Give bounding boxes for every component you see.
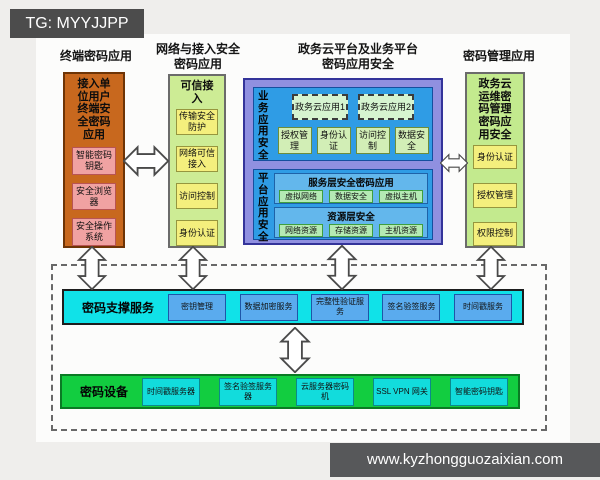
box-identity-auth: 身份认证	[316, 127, 351, 154]
box-signature-verification-service: 签名验签服务	[382, 293, 441, 321]
service-layer-title: 服务层安全密码应用	[308, 178, 394, 189]
double-arrow-management-support-icon	[474, 246, 508, 290]
box-signature-server: 签名验签服务器	[219, 377, 277, 406]
watermark-top-banner: TG: MYYJJPP	[10, 9, 144, 38]
box-storage-resource: 存储资源	[329, 224, 373, 237]
box-network-resource: 网络资源	[279, 224, 323, 237]
box-key-mgmt: 密钥管理	[168, 293, 227, 321]
box-identity-auth: 身份认证	[176, 220, 218, 246]
support-service-label: 密码支撑服务	[82, 300, 155, 315]
management-panel-label: 政务云运维密码管理密码应用安全	[478, 78, 512, 141]
box-timestamp-server: 时间戳服务器	[142, 377, 201, 406]
management-column-title: 密码管理应用	[462, 49, 535, 63]
box-access-control: 访问控制	[176, 183, 218, 210]
terminal-panel: 接入单位用户终端安全密码应用 智能密码钥匙 安全浏览器 安全操作系统	[63, 72, 125, 248]
terminal-column-title: 终端密码应用	[59, 49, 132, 63]
box-authorization-mgmt: 授权管理	[473, 183, 517, 208]
resource-layer-title: 资源层安全	[327, 212, 375, 223]
terminal-panel-label: 接入单位用户终端安全密码应用	[77, 78, 111, 141]
device-row: 密码设备 时间戳服务器 签名验签服务器 云服务器密码机 SSL VPN 网关 智…	[60, 374, 520, 409]
box-data-encryption-service: 数据加密服务	[239, 293, 298, 321]
box-smart-key: 智能密码钥匙	[72, 147, 116, 175]
resource-layer-panel: 资源层安全 网络资源 存储资源 主机资源	[274, 207, 428, 238]
service-layer-panel: 服务层安全密码应用 虚拟网络 数据安全 虚拟主机	[274, 173, 428, 204]
box-integrity-verification-service: 完整性验证服务	[310, 293, 369, 321]
double-arrow-terminal-network-icon	[123, 145, 169, 177]
watermark-bottom-banner: www.kyzhongguozaixian.com	[330, 443, 600, 477]
box-permission-control: 权限控制	[473, 221, 517, 246]
business-app-security-panel: 业务应用安全 政务云应用1 政务云应用2 授权管理 身份认证 访问控制 数据安全	[253, 87, 433, 161]
network-panel-label: 可信接入	[180, 80, 214, 105]
network-column-title: 网络与接入安全密码应用	[155, 42, 240, 71]
business-app-security-label: 业务应用安全	[258, 90, 269, 161]
box-ssl-vpn-gateway: SSL VPN 网关	[372, 377, 431, 406]
box-host-resource: 主机资源	[379, 224, 423, 237]
box-secure-browser: 安全浏览器	[72, 182, 116, 211]
box-gov-cloud-app-1: 政务云应用1	[292, 94, 348, 120]
network-panel: 可信接入 传输安全防护 网络可信接入 访问控制 身份认证	[168, 74, 226, 248]
box-authorization-mgmt: 授权管理	[277, 127, 312, 154]
cloud-column-title: 政务云平台及业务平台密码应用安全	[297, 42, 418, 71]
double-arrow-network-support-icon	[176, 246, 210, 290]
device-label: 密码设备	[80, 385, 129, 399]
double-arrow-support-device-icon	[277, 327, 313, 373]
box-secure-os: 安全操作系统	[72, 218, 116, 246]
box-virtual-network: 虚拟网络	[279, 190, 323, 203]
double-arrow-terminal-support-icon	[75, 246, 109, 290]
box-data-security: 数据安全	[329, 190, 373, 203]
management-panel: 政务云运维密码管理密码应用安全 身份认证 授权管理 权限控制	[465, 72, 525, 248]
support-device-zone	[51, 264, 547, 431]
box-access-control: 访问控制	[355, 127, 390, 154]
box-timestamp-service: 时间戳服务	[453, 293, 512, 321]
platform-app-security-panel: 平台应用安全 服务层安全密码应用 虚拟网络 数据安全 虚拟主机 资源层安全 网络…	[253, 169, 433, 243]
box-transport-protection: 传输安全防护	[176, 109, 218, 136]
box-trusted-access: 网络可信接入	[176, 146, 218, 173]
platform-app-security-label: 平台应用安全	[258, 172, 269, 243]
double-arrow-cloud-support-icon	[325, 245, 359, 290]
support-service-row: 密码支撑服务 密钥管理 数据加密服务 完整性验证服务 签名验签服务 时间戳服务	[62, 289, 524, 325]
box-smart-key-device: 智能密码钥匙	[449, 377, 508, 406]
box-virtual-host: 虚拟主机	[379, 190, 423, 203]
cloud-platform-panel: 业务应用安全 政务云应用1 政务云应用2 授权管理 身份认证 访问控制 数据安全…	[243, 78, 443, 245]
box-cloud-cipher-machine: 云服务器密码机	[295, 377, 354, 406]
double-arrow-cloud-management-icon	[440, 147, 468, 179]
box-data-security: 数据安全	[394, 127, 429, 154]
box-gov-cloud-app-2: 政务云应用2	[358, 94, 414, 120]
box-identity-auth: 身份认证	[473, 145, 517, 170]
